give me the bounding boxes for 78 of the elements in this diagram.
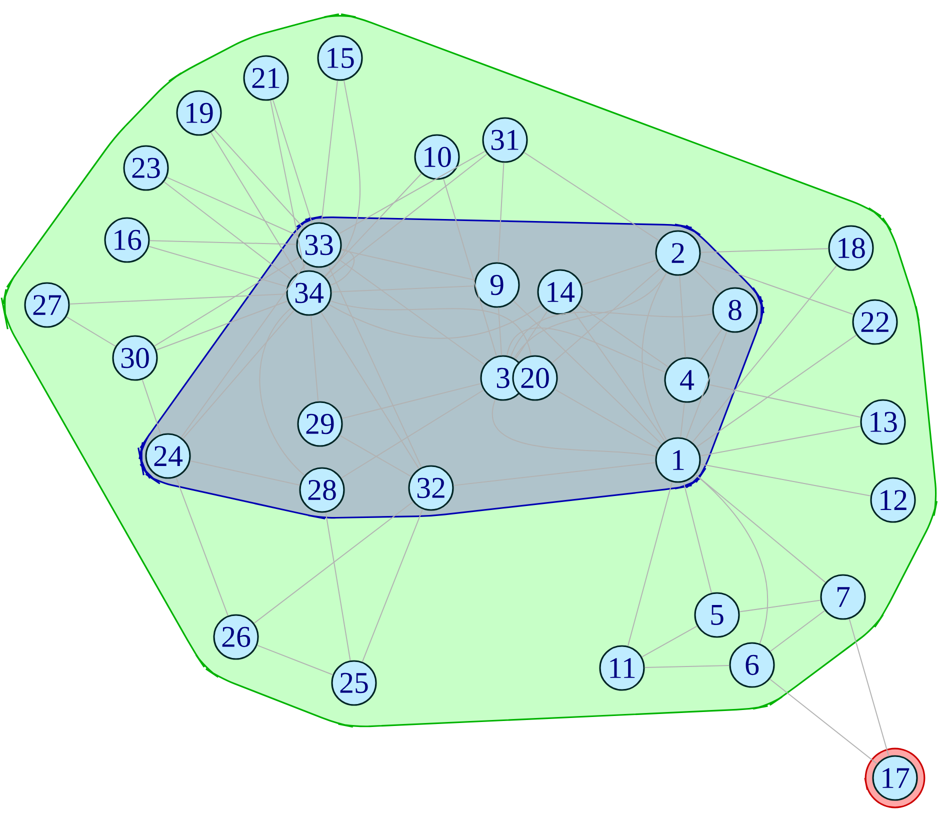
edge-line (328, 265, 422, 468)
edge-line (326, 154, 488, 280)
edge-line (142, 379, 162, 435)
edge-line (699, 260, 854, 315)
edge-line (506, 327, 666, 373)
edge-line (686, 330, 728, 440)
edge-line (340, 390, 484, 478)
edge-line (259, 307, 306, 476)
edge-line (321, 80, 338, 223)
edge-line (512, 300, 662, 445)
edge-line (149, 240, 297, 245)
edge-line (324, 80, 361, 278)
edge-line (330, 248, 355, 286)
edge-line (554, 388, 659, 450)
edge-line (331, 285, 475, 293)
edge-line (154, 256, 300, 347)
edge-line (443, 178, 497, 357)
edge-line (69, 294, 287, 304)
edge-line (644, 665, 730, 668)
edge-line (324, 173, 422, 277)
edge-line (694, 474, 768, 644)
edge-line (514, 272, 668, 359)
edge-line (510, 312, 714, 358)
edge-line (694, 268, 720, 294)
edge-line (627, 482, 673, 646)
edge-line (581, 260, 657, 286)
edge-line (739, 600, 821, 612)
edge-line (572, 310, 666, 442)
edge-line (320, 312, 420, 470)
edge-line (515, 310, 548, 360)
edge-line (700, 426, 862, 456)
edge-line (692, 265, 838, 443)
edge-line (770, 610, 826, 652)
edge-line (339, 434, 412, 478)
edge-line (254, 501, 414, 624)
edge-line (641, 626, 698, 658)
edge-line (700, 248, 829, 253)
edge-line (214, 129, 304, 229)
edge-line (695, 474, 826, 583)
edge-line (769, 678, 878, 764)
edge-line (180, 263, 306, 438)
edge-line (182, 310, 295, 440)
edge-line (699, 328, 723, 362)
edge-line (524, 152, 660, 242)
edge-line (310, 315, 319, 402)
edge-line (148, 246, 288, 288)
edge-line (578, 304, 669, 368)
edge-line (256, 644, 334, 676)
edge-line (342, 383, 482, 419)
edge-line (328, 304, 542, 339)
edge-line (680, 402, 685, 438)
edge-line (642, 272, 668, 441)
edge-line (696, 334, 857, 448)
edge-line (552, 268, 662, 364)
edge-line (330, 300, 532, 356)
edge-line (498, 307, 502, 356)
edge-line (708, 384, 862, 418)
edge-line (190, 460, 300, 486)
edge-line (272, 99, 313, 224)
edge-line (492, 398, 656, 457)
edge-line (164, 181, 292, 280)
edge-line (166, 176, 299, 236)
edge-line (66, 316, 116, 347)
edge-line (683, 482, 712, 594)
edge-line (325, 512, 351, 662)
edge-line (362, 508, 424, 662)
edge-line (498, 162, 504, 263)
edge-line (176, 476, 228, 616)
edge-line (270, 100, 306, 272)
edge-line (848, 618, 890, 757)
edge-line (336, 258, 486, 366)
edge-line (453, 462, 656, 486)
edge-line (679, 275, 686, 358)
edge-line (210, 132, 298, 274)
edge-line (156, 300, 288, 351)
edge-line (338, 150, 486, 234)
edge-line (340, 250, 476, 280)
edge-line (700, 464, 872, 496)
